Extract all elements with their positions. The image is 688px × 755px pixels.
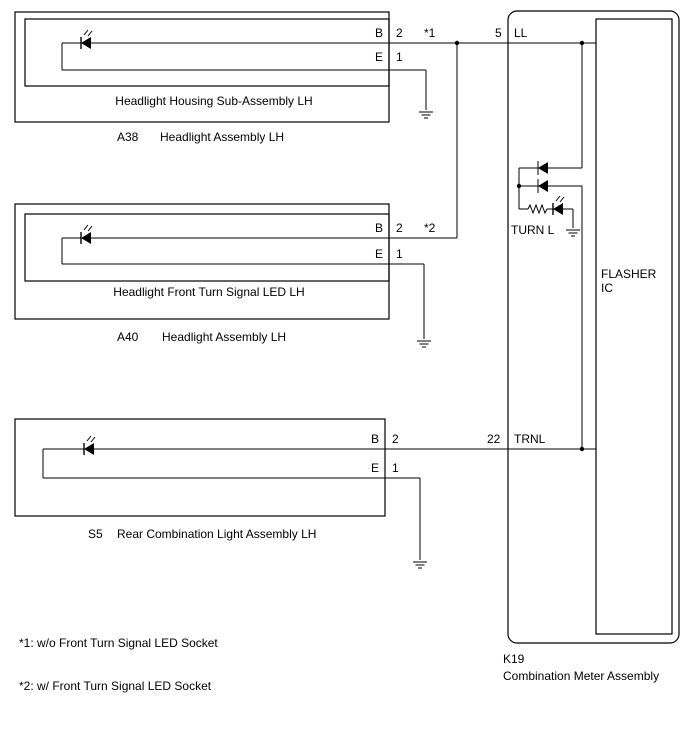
a38-led-icon [80,29,93,50]
a40-pin-e-num: 1 [396,247,403,261]
a38-ground-icon [418,111,434,119]
s5-assembly-label: Rear Combination Light Assembly LH [117,527,316,541]
meter-name: Combination Meter Assembly [503,669,659,683]
diode-2-icon [538,180,548,192]
flasher-ic-label-1: FLASHER [601,267,657,281]
a40-pin-b-name: B [375,221,383,235]
a40-id: A40 [117,330,139,344]
a40-assembly-label: Headlight Assembly LH [162,330,286,344]
note-2: *2: w/ Front Turn Signal LED Socket [19,679,212,693]
meter-box [507,10,680,644]
s5-box [14,418,386,517]
combination-meter: FLASHER IC 5 LL 22 TRNL TURN L K19 Combi… [487,10,680,683]
a40-ground-icon [416,340,432,348]
s5-pin-b-num: 2 [392,432,399,446]
a38-pin-e-name: E [375,50,383,64]
a40-inner-box [24,213,390,282]
turn-indicator-led-icon [552,195,565,216]
s5-led-icon [83,435,96,456]
connector-a40: B 2 E 1 *2 Headlight Front Turn Signal L… [14,203,457,348]
s5-pin-e-name: E [371,461,379,475]
a38-note-ref: *1 [424,26,436,40]
a38-component-label: Headlight Housing Sub-Assembly LH [115,94,312,108]
diode-1-icon [538,162,548,174]
s5-id: S5 [88,527,103,541]
s5-pin-e-num: 1 [392,461,399,475]
pin-trnl-num: 22 [487,432,501,446]
note-1: *1: w/o Front Turn Signal LED Socket [19,636,218,650]
a40-led-icon [80,224,93,245]
s5-pin-b-name: B [371,432,379,446]
resistor-icon [527,203,548,215]
meter-id: K19 [503,652,525,666]
a40-component-label: Headlight Front Turn Signal LED LH [113,285,304,299]
meter-ground-icon [565,229,581,237]
splice-dot [454,40,460,46]
a38-inner-box [24,18,390,87]
a38-assembly-label: Headlight Assembly LH [160,130,284,144]
pin-trnl-name: TRNL [514,432,546,446]
a40-outer-box [14,203,390,320]
flasher-ic-label-2: IC [601,281,613,295]
turn-indicator-label: TURN L [511,223,555,237]
pin-ll-num: 5 [495,26,502,40]
flasher-ic-box [595,18,673,635]
connector-a38: B 2 E 1 *1 Headlight Housing Sub-Assembl… [14,11,582,144]
a38-pin-b-name: B [375,26,383,40]
a40-pin-b-num: 2 [396,221,403,235]
a40-pin-e-name: E [375,247,383,261]
a40-note-ref: *2 [424,221,436,235]
pin-ll-name: LL [514,26,528,40]
a38-pin-e-num: 1 [396,50,403,64]
a38-pin-b-num: 2 [396,26,403,40]
s5-ground-icon [412,561,428,569]
a38-id: A38 [117,130,139,144]
connector-s5: B 2 E 1 S5 Rear Combination Light Assemb… [14,418,596,569]
